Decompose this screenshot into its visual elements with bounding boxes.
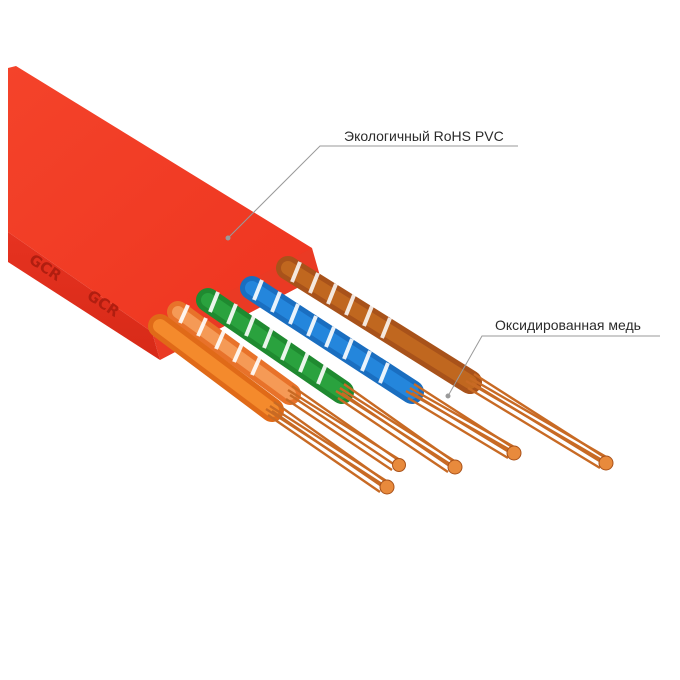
- wire-blue: [240, 276, 522, 461]
- copper-strands: [405, 382, 521, 460]
- wire-orange-white: [167, 301, 406, 472]
- jacket-top-face: [8, 66, 312, 332]
- copper-strands: [265, 401, 393, 493]
- callout-pvc-leader: [225, 145, 518, 241]
- copper-strands: [335, 383, 461, 473]
- callout-copper-leader: [445, 335, 660, 399]
- pvc-label: Экологичный RoHS PVC: [344, 128, 504, 144]
- wire-brown: [276, 256, 614, 471]
- wire-orange: [148, 314, 395, 495]
- copper-strands: [285, 385, 405, 471]
- jacket-side-face: [8, 232, 160, 360]
- copper-label: Оксидированная медь: [495, 317, 641, 333]
- copper-strands: [465, 372, 613, 470]
- wire-green: [196, 288, 463, 475]
